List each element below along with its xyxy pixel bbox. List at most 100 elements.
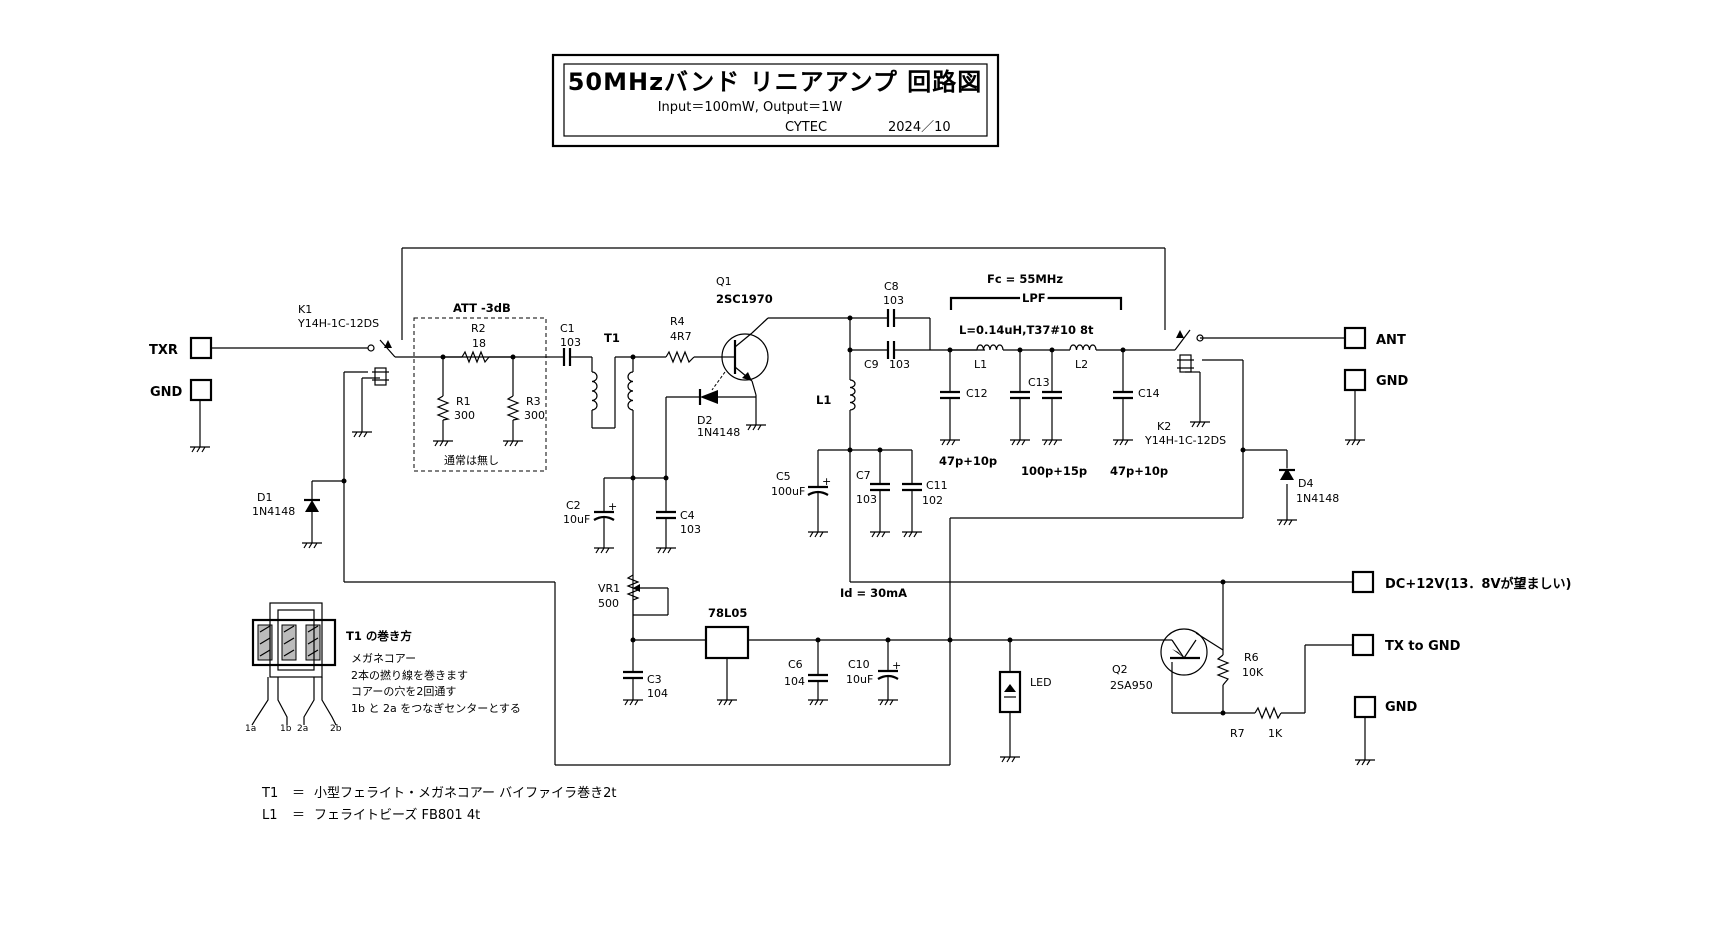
notes: T1 ＝ 小型フェライト・メガネコアー バイファイラ巻き2t L1 ＝ フェライ… <box>261 786 616 823</box>
r3-value: 300 <box>524 409 545 422</box>
c4-value: 103 <box>680 523 701 536</box>
r2-ref: R2 <box>471 322 486 335</box>
terminal-txgnd: TX to GND <box>1351 633 1461 657</box>
capacitor-c7: C7 103 <box>856 469 890 506</box>
terminal-txr: TXR <box>149 336 213 360</box>
diode-d2: D2 1N4148 <box>697 371 740 439</box>
relay-k1: K1 Y14H-1C-12DS <box>297 303 396 386</box>
diode-d4: D4 1N4148 <box>1279 468 1339 505</box>
terminal-gnd-in-label: GND <box>150 385 183 400</box>
c1-value: 103 <box>560 336 581 349</box>
q2-ref: Q2 <box>1112 663 1128 676</box>
c5-ref: C5 <box>776 470 791 483</box>
r1-value: 300 <box>454 409 475 422</box>
resistor-r3: R3 300 <box>506 395 545 422</box>
transformer-t1: T1 <box>591 331 634 411</box>
title-block: 50MHzバンド リニアアンプ 回路図 Input＝100mW, Output＝… <box>551 53 1000 148</box>
winding-pin-2b: 2b <box>330 724 342 734</box>
c2-value: 10uF <box>563 513 590 526</box>
c5-value: 100uF <box>771 485 805 498</box>
r1-ref: R1 <box>456 395 471 408</box>
capacitor-c8: C8 103 <box>883 280 904 327</box>
att-label: ATT -3dB <box>453 301 511 315</box>
d1-part: 1N4148 <box>252 505 295 518</box>
id-label: Id = 30mA <box>840 586 907 600</box>
lpf-label: LPF <box>1022 291 1046 305</box>
lpf-l2-ref: L2 <box>1075 358 1088 371</box>
capacitor-c4: C4 103 <box>656 505 701 536</box>
terminal-gnd-out-label: GND <box>1376 374 1409 389</box>
winding-illustration: T1 の巻き方 メガネコアー 2本の撚り線を巻きます コアーの穴を2回通す 1b… <box>245 602 521 734</box>
lpf-l1-ref: L1 <box>974 358 987 371</box>
c3-ref: C3 <box>647 673 662 686</box>
vr1-ref: VR1 <box>598 582 620 595</box>
q1-part: 2SC1970 <box>716 292 773 306</box>
led-label: LED <box>1030 676 1052 689</box>
winding-line-2: 2本の撚り線を巻きます <box>351 668 468 682</box>
r6-value: 10K <box>1242 666 1264 679</box>
d2-ref: D2 <box>697 414 712 427</box>
note-l1-desc: フェライトビーズ FB801 4t <box>314 807 480 823</box>
d4-ref: D4 <box>1298 477 1313 490</box>
c8-ref: C8 <box>884 280 899 293</box>
resistor-r2: R2 18 <box>443 322 513 364</box>
capacitor-c5: + C5 100uF <box>771 470 831 498</box>
c2-ref: C2 <box>566 499 581 512</box>
r4-value: 4R7 <box>670 330 692 343</box>
capacitor-c3: C3 104 <box>623 665 668 700</box>
svg-text:+: + <box>892 659 901 672</box>
q2-part: 2SA950 <box>1110 679 1153 692</box>
capacitor-c9: C9 103 <box>864 341 910 371</box>
d1-ref: D1 <box>257 491 272 504</box>
title-spec: Input＝100mW, Output＝1W <box>658 100 843 115</box>
note-l1-ref: L1 <box>262 808 278 823</box>
title-main: 50MHzバンド リニアアンプ 回路図 <box>568 68 983 96</box>
c11-value: 102 <box>922 494 943 507</box>
capacitor-c1: C1 103 <box>559 322 581 366</box>
d4-part: 1N4148 <box>1296 492 1339 505</box>
capacitor-c13: C13 100p+15p <box>1010 376 1087 478</box>
inductor-l1: L1 <box>816 379 856 411</box>
ground-symbols <box>190 421 1375 766</box>
t1-ref: T1 <box>604 331 620 345</box>
r4-ref: R4 <box>670 315 685 328</box>
c9-value: 103 <box>889 358 910 371</box>
winding-pin-1a: 1a <box>245 724 256 734</box>
winding-line-4: 1b と 2a をつなぎセンターとする <box>351 701 521 715</box>
note-t1-ref: T1 <box>261 786 278 801</box>
led: LED <box>998 670 1052 714</box>
note-t1-desc: 小型フェライト・メガネコアー バイファイラ巻き2t <box>314 786 616 801</box>
terminal-gnd-ctl: GND <box>1353 695 1418 719</box>
svg-text:+: + <box>608 500 617 513</box>
capacitor-c14: C14 47p+10p <box>1110 387 1168 478</box>
transistor-q1: Q1 2SC1970 <box>716 275 773 382</box>
winding-line-3: コアーの穴を2回通す <box>351 684 456 698</box>
lpf-coil: L=0.14uH,T37#10 8t <box>959 323 1094 337</box>
terminal-gnd-in: GND <box>150 378 213 402</box>
c13-value: 100p+15p <box>1021 464 1087 478</box>
note-t1-eq: ＝ <box>292 786 305 801</box>
junction-dots <box>341 315 1246 716</box>
k1-ref: K1 <box>298 303 312 316</box>
l1-ref: L1 <box>816 393 831 407</box>
note-l1-eq: ＝ <box>292 808 305 823</box>
vr1-value: 500 <box>598 597 619 610</box>
c10-value: 10uF <box>846 673 873 686</box>
lpf-fc: Fc = 55MHz <box>987 272 1063 286</box>
terminal-ant: ANT <box>1343 326 1406 350</box>
c7-value: 103 <box>856 493 877 506</box>
attenuator-block: ATT -3dB 通常は無し <box>413 301 547 472</box>
winding-title: T1 の巻き方 <box>346 629 412 643</box>
r7-value: 1K <box>1268 727 1283 740</box>
winding-pin-1b: 1b <box>280 724 292 734</box>
q1-ref: Q1 <box>716 275 732 288</box>
r3-ref: R3 <box>526 395 541 408</box>
capacitor-c12: C12 47p+10p <box>939 387 997 468</box>
c14-ref: C14 <box>1138 387 1160 400</box>
lpf-block: Fc = 55MHz LPF L=0.14uH,T37#10 8t <box>949 272 1123 337</box>
reg-part: 78L05 <box>708 606 747 620</box>
capacitor-c2: + C2 10uF <box>563 499 617 526</box>
c1-ref: C1 <box>560 322 575 335</box>
d2-part: 1N4148 <box>697 426 740 439</box>
